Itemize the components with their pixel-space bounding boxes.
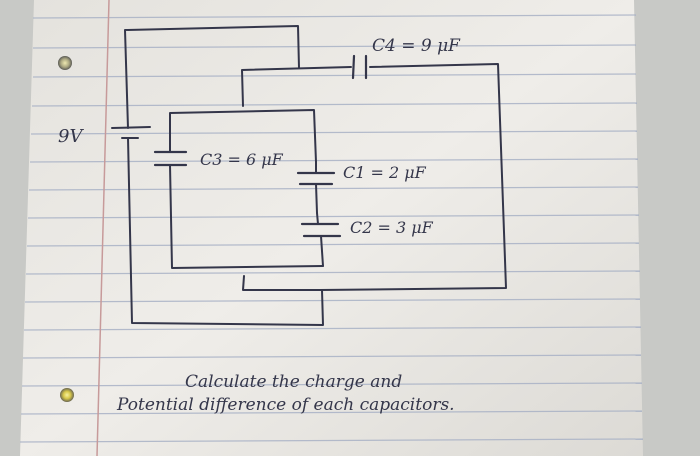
c4-label: C4 = 9 μF <box>372 36 461 56</box>
binder-hole-bottom <box>60 388 74 402</box>
wire-c4-branch <box>241 63 507 291</box>
paper-sheet <box>20 0 643 456</box>
wire-top-loop <box>124 25 300 129</box>
wire-left-outer <box>127 137 324 326</box>
margin-line <box>96 0 110 456</box>
circuit-diagram <box>111 25 507 326</box>
c1-label: C1 = 2 μF <box>343 163 427 182</box>
binder-hole-top <box>58 56 72 70</box>
ruled-lines <box>19 14 644 443</box>
wire-c2-lead <box>316 212 324 267</box>
wire-inner-top <box>169 109 317 163</box>
wire-c3-lead-bottom <box>169 164 324 269</box>
c3-label: C3 = 6 μF <box>200 150 284 169</box>
battery-label: 9V <box>58 126 84 147</box>
question-line-2: Potential difference of each capacitors. <box>116 395 455 415</box>
wire-c1-lead <box>315 161 318 214</box>
c2-label: C2 = 3 μF <box>350 218 434 237</box>
battery-plate-long <box>111 126 151 129</box>
c4-plate-left <box>351 54 356 80</box>
question-line-1: Calculate the charge and <box>185 372 402 392</box>
